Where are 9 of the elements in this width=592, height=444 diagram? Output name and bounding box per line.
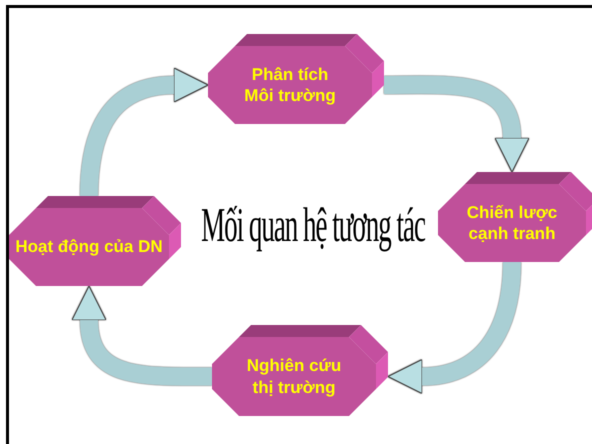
- node-label: Hoạt động của DN: [15, 236, 163, 258]
- curved-arrow: [72, 286, 212, 386]
- curved-arrow: [388, 262, 521, 394]
- curved-arrow: [80, 68, 208, 196]
- node-label: Phân tích Môi trường: [243, 64, 337, 106]
- node-label: Chiến lược cạnh tranh: [466, 202, 558, 244]
- diagram-title: Mối quan hệ tương tác: [200, 196, 426, 254]
- node-label: Nghiên cứu thị trường: [246, 355, 342, 398]
- curved-arrow: [384, 76, 530, 172]
